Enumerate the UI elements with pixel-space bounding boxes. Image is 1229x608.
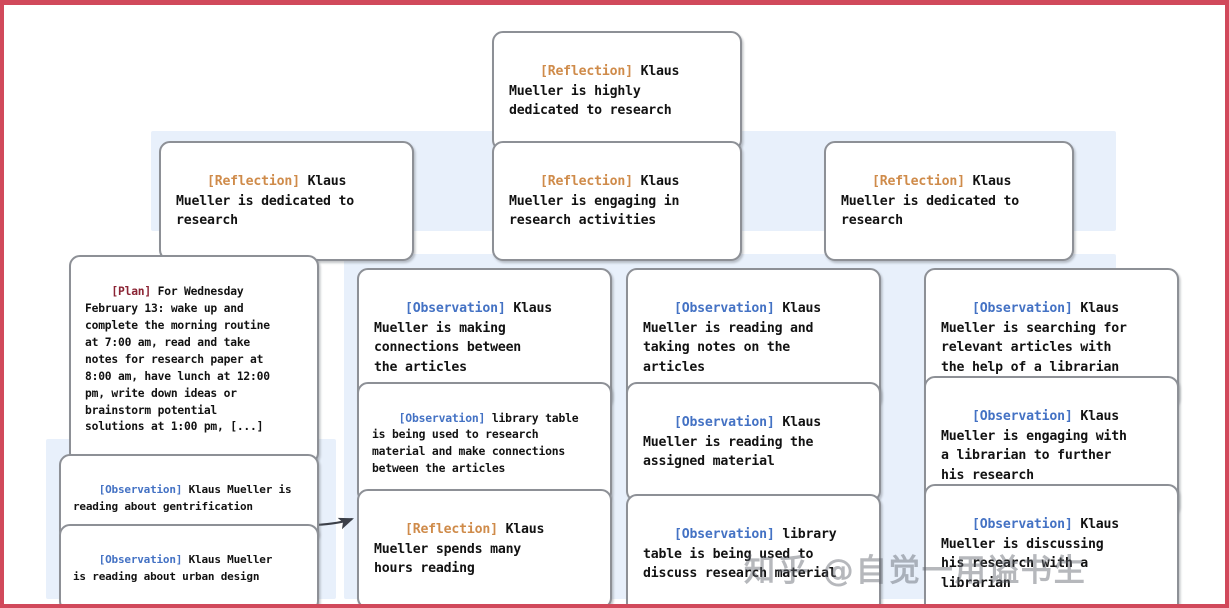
- node-text: Klaus Mueller is searching for relevant …: [941, 300, 1127, 376]
- node-text: library table is being used to research …: [372, 410, 579, 475]
- tag-observation: [Observation]: [971, 516, 1073, 532]
- tag-observation: [Observation]: [398, 410, 486, 425]
- tag-observation: [Observation]: [971, 300, 1073, 316]
- tag-reflection: [Reflection]: [539, 63, 633, 79]
- node-observation-library-table-discuss[interactable]: [Observation] library table is being use…: [626, 494, 881, 604]
- tag-reflection: [Reflection]: [871, 173, 965, 189]
- tag-observation: [Observation]: [673, 526, 775, 542]
- watermark: 知乎 @自觉一用谥书生: [744, 553, 1087, 589]
- node-observation-assigned-material[interactable]: [Observation] Klaus Mueller is reading t…: [626, 382, 881, 502]
- node-reflection-hours-reading[interactable]: [Reflection] Klaus Mueller spends many h…: [357, 489, 612, 604]
- node-text: Klaus Mueller is discussing his research…: [941, 516, 1120, 592]
- tag-observation: [Observation]: [971, 408, 1073, 424]
- node-observation-library-table-research[interactable]: [Observation] library table is being use…: [357, 382, 612, 503]
- node-text: Klaus Mueller is dedicated to research: [176, 173, 355, 229]
- tag-plan: [Plan]: [111, 284, 152, 298]
- node-text: Klaus Mueller is highly dedicated to res…: [509, 63, 680, 119]
- node-observation-urban-design[interactable]: [Observation] Klaus Mueller is reading a…: [59, 524, 319, 604]
- tag-observation: [Observation]: [404, 300, 506, 316]
- node-plan[interactable]: [Plan] For Wednesday February 13: wake u…: [69, 255, 319, 465]
- node-reflection-left[interactable]: [Reflection] Klaus Mueller is dedicated …: [159, 141, 414, 261]
- node-text: Klaus Mueller is making connections betw…: [374, 300, 553, 376]
- node-reflection-middle[interactable]: [Reflection] Klaus Mueller is engaging i…: [492, 141, 742, 261]
- node-text: Klaus Mueller is engaging in research ac…: [509, 173, 680, 229]
- tag-observation: [Observation]: [98, 553, 183, 567]
- tag-observation: [Observation]: [673, 300, 775, 316]
- node-text: For Wednesday February 13: wake up and c…: [85, 284, 270, 434]
- node-text: library table is being used to discuss r…: [643, 526, 837, 582]
- tag-observation: [Observation]: [673, 414, 775, 430]
- node-reflection-right[interactable]: [Reflection] Klaus Mueller is dedicated …: [824, 141, 1074, 261]
- tag-reflection: [Reflection]: [206, 173, 300, 189]
- node-text: Klaus Mueller is reading about gentrific…: [73, 483, 292, 513]
- node-text: Klaus Mueller is engaging with a librari…: [941, 408, 1127, 484]
- tag-observation: [Observation]: [98, 483, 183, 497]
- node-text: Klaus Mueller spends many hours reading: [374, 521, 545, 577]
- node-root-reflection[interactable]: [Reflection] Klaus Mueller is highly ded…: [492, 31, 742, 151]
- node-text: Klaus Mueller is reading the assigned ma…: [643, 414, 822, 470]
- tag-reflection: [Reflection]: [539, 173, 633, 189]
- tag-reflection: [Reflection]: [404, 521, 498, 537]
- node-text: Klaus Mueller is reading about urban des…: [73, 553, 273, 583]
- node-text: Klaus Mueller is dedicated to research: [841, 173, 1020, 229]
- node-observation-discussing-research[interactable]: [Observation] Klaus Mueller is discussin…: [924, 484, 1179, 604]
- node-text: Klaus Mueller is reading and taking note…: [643, 300, 822, 376]
